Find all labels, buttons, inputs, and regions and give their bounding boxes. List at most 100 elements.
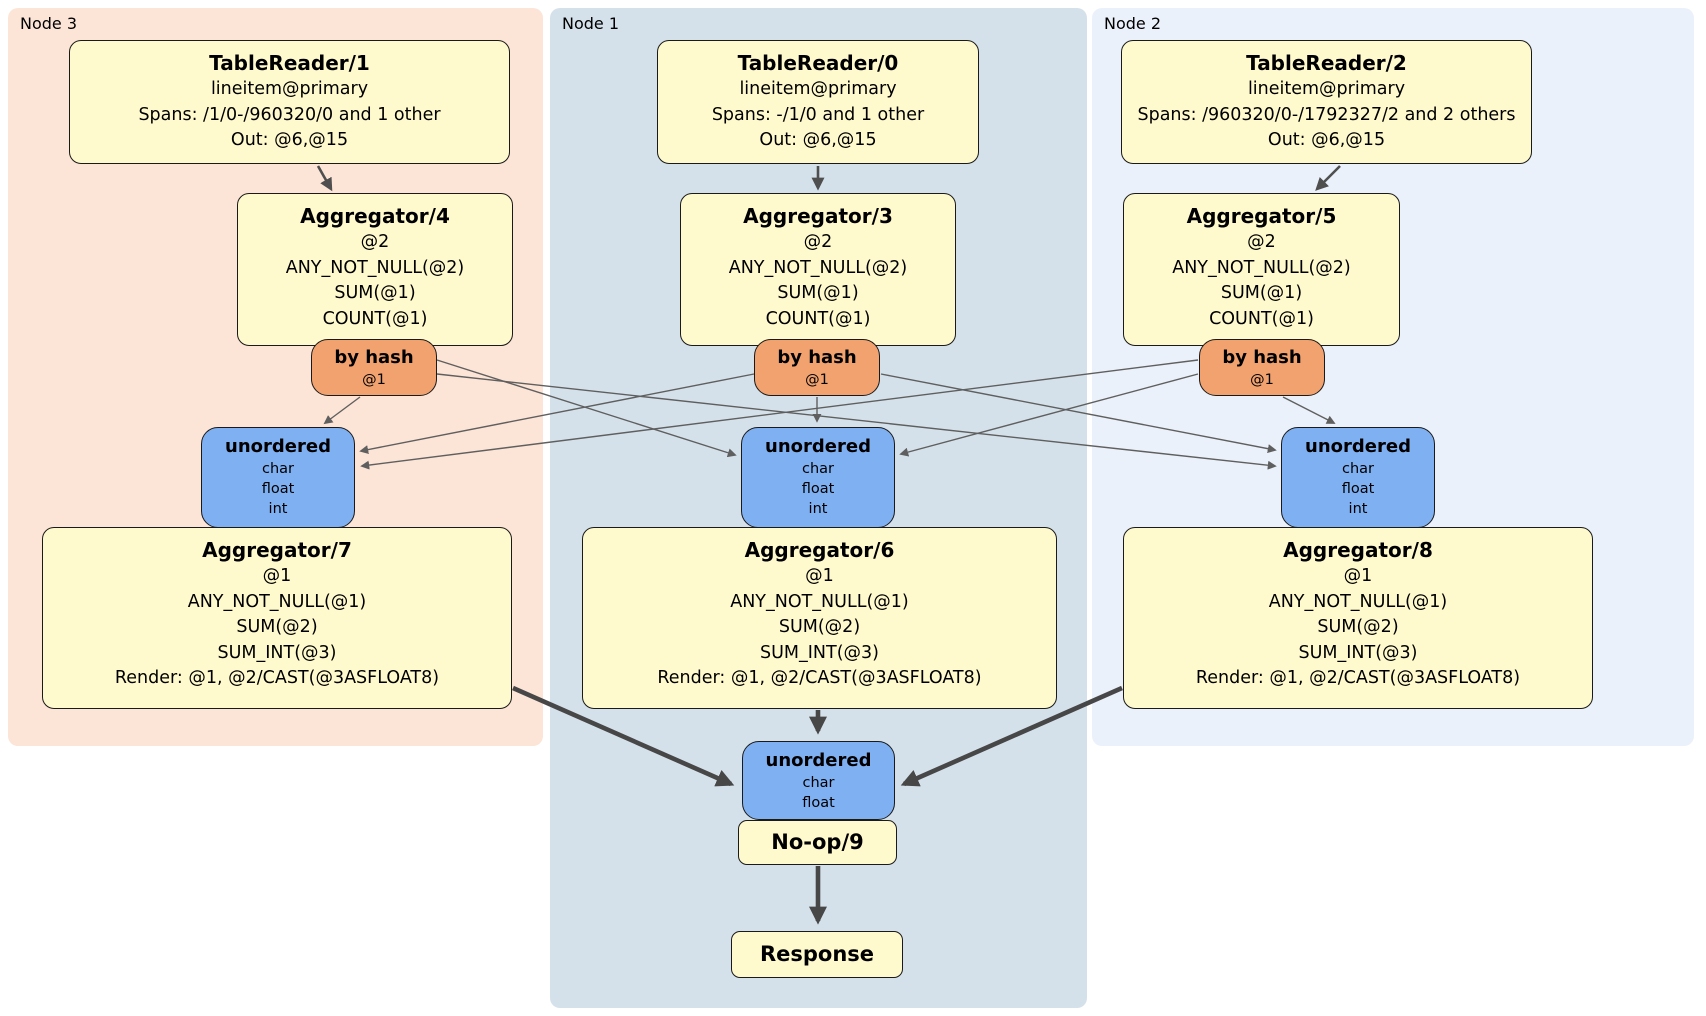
processor-line: SUM(@1): [777, 283, 859, 303]
processor-tablereader-2: TableReader/2 lineitem@primary Spans: /9…: [1121, 40, 1532, 164]
processor-aggregator-3: Aggregator/3 @2 ANY_NOT_NULL(@2) SUM(@1)…: [680, 193, 956, 346]
processor-tablereader-1: TableReader/1 lineitem@primary Spans: /1…: [69, 40, 510, 164]
processor-line: SUM_INT(@3): [217, 642, 337, 663]
sync-line: int: [808, 501, 828, 517]
edge-tr1-agg4: [316, 165, 333, 192]
router-by-hash-3: by hash @1: [754, 339, 880, 396]
sync-title: unordered: [225, 436, 331, 457]
sync-unordered-8: unordered char float int: [1281, 427, 1435, 528]
processor-title: No-op/9: [771, 830, 864, 854]
region-label-node-2: Node 2: [1104, 14, 1162, 33]
processor-line: lineitem@primary: [210, 79, 369, 99]
sync-line: char: [1341, 461, 1374, 477]
processor-title: Aggregator/8: [1283, 538, 1433, 562]
processor-line: Out: @6,@15: [1267, 130, 1386, 150]
processor-line: Render: @1, @2/CAST(@3ASFLOAT8): [657, 668, 982, 688]
router-line: @1: [362, 372, 386, 388]
router-by-hash-4: by hash @1: [311, 339, 437, 396]
processor-noop-9: No-op/9: [738, 820, 897, 865]
router-title: by hash: [1222, 347, 1302, 368]
processor-title: Aggregator/7: [202, 538, 352, 562]
processor-title: Aggregator/5: [1186, 204, 1337, 228]
processor-line: Render: @1, @2/CAST(@3ASFLOAT8): [1195, 668, 1521, 688]
edge-hash5-sync7: [360, 359, 1199, 470]
processor-line: SUM_INT(@3): [760, 642, 879, 663]
processor-line: SUM(@1): [334, 283, 416, 303]
sync-unordered-final: unordered char float: [742, 741, 895, 820]
processor-line: SUM(@2): [778, 617, 861, 637]
sync-line: char: [261, 461, 294, 477]
sync-title: unordered: [765, 750, 872, 771]
processor-line: ANY_NOT_NULL(@2): [1172, 257, 1351, 278]
processor-aggregator-8: Aggregator/8 @1 ANY_NOT_NULL(@1) SUM(@2)…: [1123, 527, 1593, 709]
processor-line: @1: [805, 566, 834, 586]
router-title: by hash: [777, 347, 857, 368]
sync-line: char: [801, 461, 834, 477]
processor-line: @1: [262, 566, 292, 586]
processor-line: ANY_NOT_NULL(@2): [728, 257, 908, 278]
processor-aggregator-4: Aggregator/4 @2 ANY_NOT_NULL(@2) SUM(@1)…: [237, 193, 513, 346]
processor-line: lineitem@primary: [739, 79, 897, 99]
processor-aggregator-5: Aggregator/5 @2 ANY_NOT_NULL(@2) SUM(@1)…: [1123, 193, 1400, 346]
processor-line: SUM(@1): [1220, 283, 1303, 303]
region-label-node-3: Node 3: [20, 14, 78, 33]
edge-agg8-final-sync: [900, 685, 1123, 787]
router-line: @1: [1250, 372, 1274, 388]
processor-line: @2: [803, 232, 833, 252]
processor-title: Aggregator/3: [743, 204, 893, 228]
edge-hash5-sync6: [899, 373, 1199, 457]
processor-title: TableReader/2: [1246, 51, 1407, 75]
processor-title: Aggregator/4: [300, 204, 450, 228]
sync-line: int: [268, 501, 288, 517]
router-title: by hash: [334, 347, 414, 368]
sync-unordered-7: unordered char float int: [201, 427, 355, 528]
processor-line: SUM_INT(@3): [1298, 642, 1418, 663]
response-node: Response: [731, 931, 903, 978]
sync-title: unordered: [765, 436, 871, 457]
processor-line: COUNT(@1): [322, 308, 428, 329]
processor-line: @2: [1247, 232, 1276, 252]
processor-line: Spans: -/1/0 and 1 other: [711, 104, 925, 125]
sync-title: unordered: [1305, 436, 1411, 457]
processor-line: COUNT(@1): [1209, 308, 1314, 329]
processor-aggregator-7: Aggregator/7 @1 ANY_NOT_NULL(@1) SUM(@2)…: [42, 527, 512, 709]
edge-agg7-final-sync: [512, 685, 735, 787]
processor-title: Aggregator/6: [744, 538, 895, 562]
processor-line: Out: @6,@15: [230, 130, 349, 150]
processor-line: ANY_NOT_NULL(@1): [730, 591, 909, 612]
edge-hash5-sync8: [1282, 396, 1336, 424]
processor-aggregator-6: Aggregator/6 @1 ANY_NOT_NULL(@1) SUM(@2)…: [582, 527, 1057, 709]
sync-line: float: [802, 795, 835, 811]
processor-line: ANY_NOT_NULL(@1): [1268, 591, 1448, 612]
processor-line: ANY_NOT_NULL(@2): [285, 257, 465, 278]
sync-line: char: [802, 775, 835, 791]
sync-line: float: [1341, 481, 1375, 497]
processor-line: @1: [1343, 566, 1373, 586]
processor-line: Spans: /1/0-/960320/0 and 1 other: [138, 104, 441, 125]
edge-hash3-sync8: [880, 373, 1277, 454]
processor-line: SUM(@2): [1317, 617, 1399, 637]
router-line: @1: [805, 372, 829, 388]
sync-line: float: [801, 481, 835, 497]
response-title: Response: [759, 942, 875, 966]
edge-hash4-sync8: [436, 373, 1277, 470]
sync-line: int: [1348, 501, 1368, 517]
processor-line: Render: @1, @2/CAST(@3ASFLOAT8): [114, 668, 440, 688]
processor-line: Spans: /960320/0-/1792327/2 and 2 others: [1137, 104, 1516, 125]
processor-title: TableReader/0: [737, 51, 899, 75]
processor-line: COUNT(@1): [765, 308, 871, 329]
processor-line: lineitem@primary: [1247, 79, 1406, 99]
sync-unordered-6: unordered char float int: [741, 427, 895, 528]
sync-line: float: [261, 481, 295, 497]
router-by-hash-5: by hash @1: [1199, 339, 1325, 396]
processor-line: @2: [360, 232, 390, 252]
region-label-node-1: Node 1: [562, 14, 620, 33]
edge-tr2-agg5: [1315, 165, 1341, 191]
edge-hash4-sync7: [323, 396, 361, 425]
processor-line: Out: @6,@15: [759, 130, 877, 150]
processor-line: SUM(@2): [236, 617, 318, 637]
processor-tablereader-0: TableReader/0 lineitem@primary Spans: -/…: [657, 40, 979, 164]
edge-hash3-sync7: [359, 373, 755, 455]
